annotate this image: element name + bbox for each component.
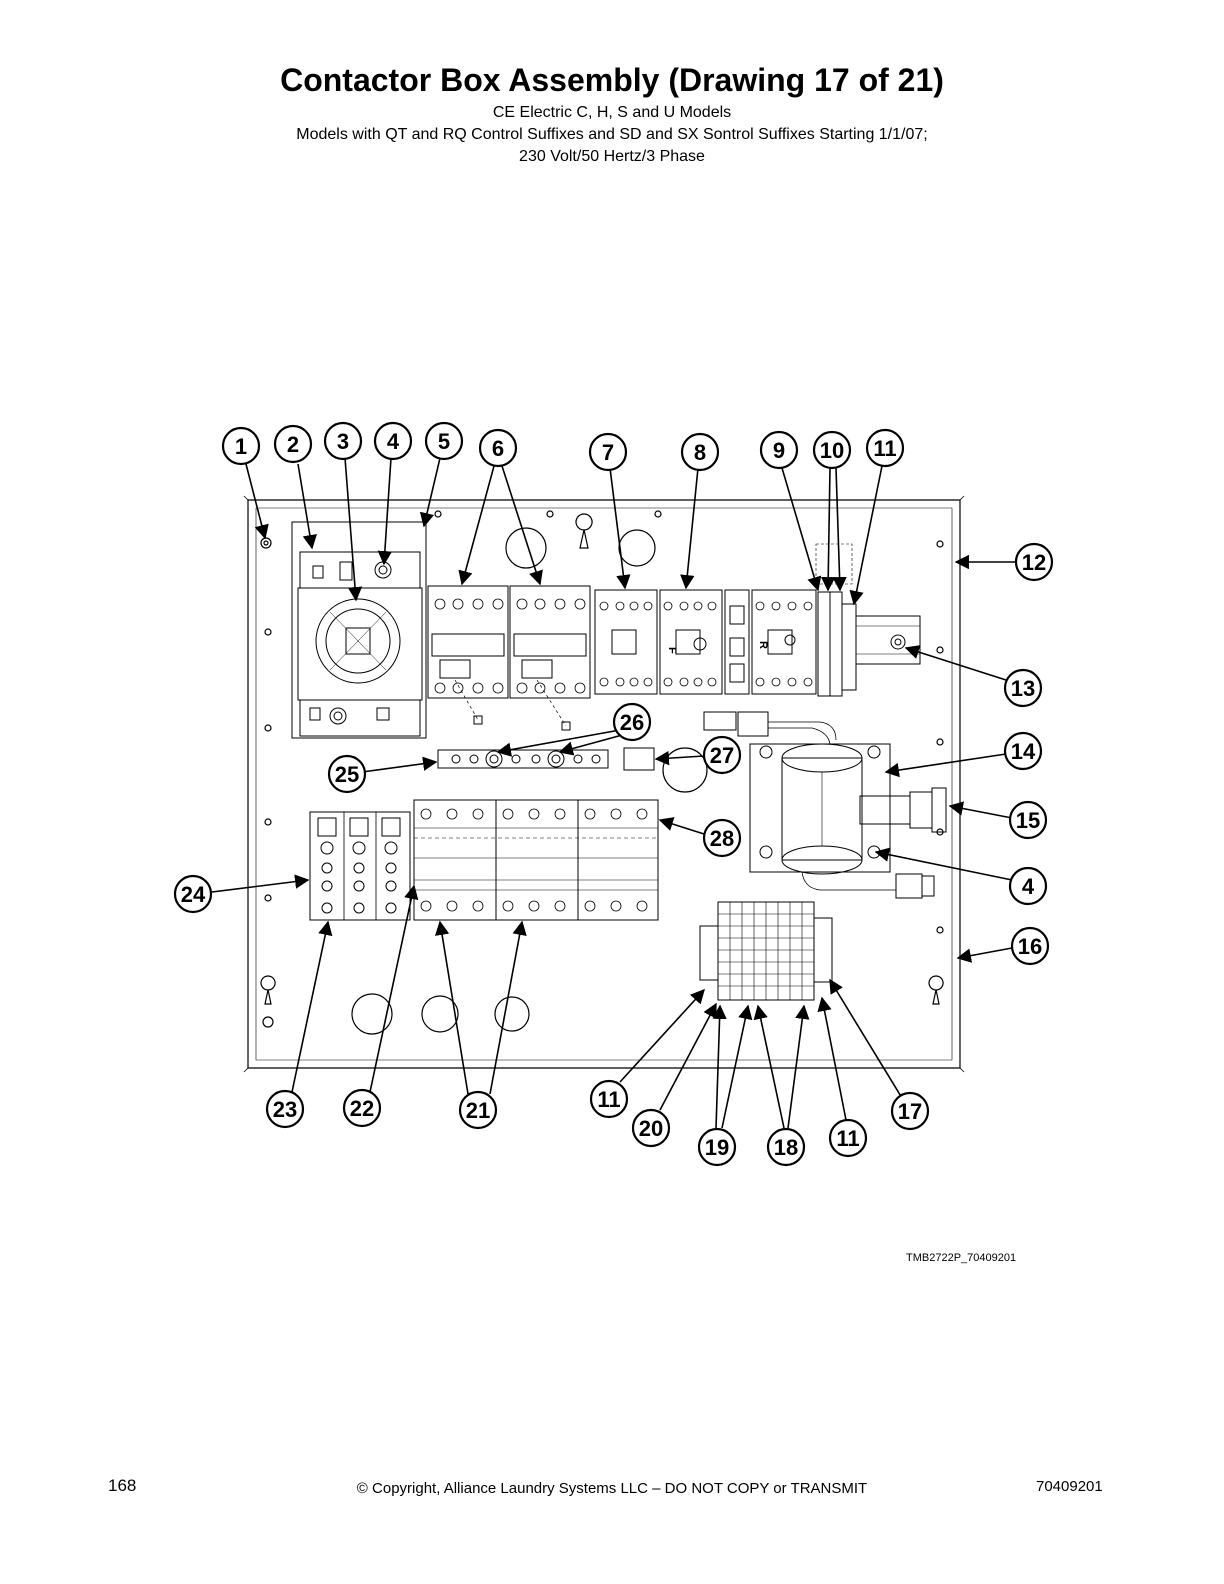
callout-9: 9 [773,438,785,463]
callout-1: 1 [235,434,247,459]
subtitle-voltage: 230 Volt/50 Hertz/3 Phase [519,148,705,165]
subtitle-models: CE Electric C, H, S and U Models [492,104,732,121]
callout-11-bottom-right: 11 [836,1126,859,1151]
callout-numbers: 1 2 3 4 5 6 7 8 9 10 11 12 13 14 15 4 16… [181,429,1046,1160]
back-panel [243,495,965,1073]
callout-13: 13 [1011,676,1035,701]
transformer-assembly [703,711,947,899]
page-number: 168 [108,1476,137,1495]
disconnect-switch [291,521,427,739]
drawing-code: TMB2722P_70409201 [906,1252,1017,1264]
ground-bar [437,747,655,771]
callout-26: 26 [620,710,644,735]
callout-23: 23 [273,1097,297,1122]
callout-21: 21 [466,1098,490,1123]
contactor-pair [427,585,591,731]
callout-12: 12 [1022,550,1046,575]
terminal-strip [699,901,833,1001]
contactor-f-label: F [666,647,678,654]
callout-18: 18 [774,1135,798,1160]
callout-17: 17 [898,1099,922,1124]
callout-27: 27 [710,743,734,768]
callout-14: 14 [1011,739,1036,764]
overload-and-din-rail [815,543,921,697]
copyright-notice: © Copyright, Alliance Laundry Systems LL… [356,1480,868,1497]
callout-11-bottom-left: 11 [597,1087,620,1112]
callout-28: 28 [710,826,734,851]
callout-25: 25 [335,762,359,787]
callout-2: 2 [287,432,299,457]
subtitle-suffixes: Models with QT and RQ Control Suffixes a… [296,126,928,143]
callout-20: 20 [639,1116,663,1141]
callout-7: 7 [602,440,614,465]
callout-15: 15 [1016,808,1040,833]
callout-11-top: 11 [873,436,896,461]
callout-8: 8 [694,440,706,465]
callout-4-right: 4 [1022,874,1035,899]
callout-5: 5 [438,429,450,454]
callout-6: 6 [492,436,504,461]
callout-bubbles [173,421,1054,1167]
circuit-breaker-bank [413,799,659,921]
document-number: 70409201 [1036,1478,1103,1495]
power-distribution-block [309,811,411,921]
callout-19: 19 [705,1135,729,1160]
callout-10: 10 [820,438,844,463]
callout-3: 3 [337,429,349,454]
page-title: Contactor Box Assembly (Drawing 17 of 21… [280,62,944,98]
callout-16: 16 [1018,934,1042,959]
leader-lines [211,457,1016,1129]
contactor-r-label: R [757,641,769,649]
callout-4: 4 [387,429,400,454]
callout-24: 24 [181,882,206,907]
contactor-row [594,589,817,695]
callout-22: 22 [350,1096,374,1121]
